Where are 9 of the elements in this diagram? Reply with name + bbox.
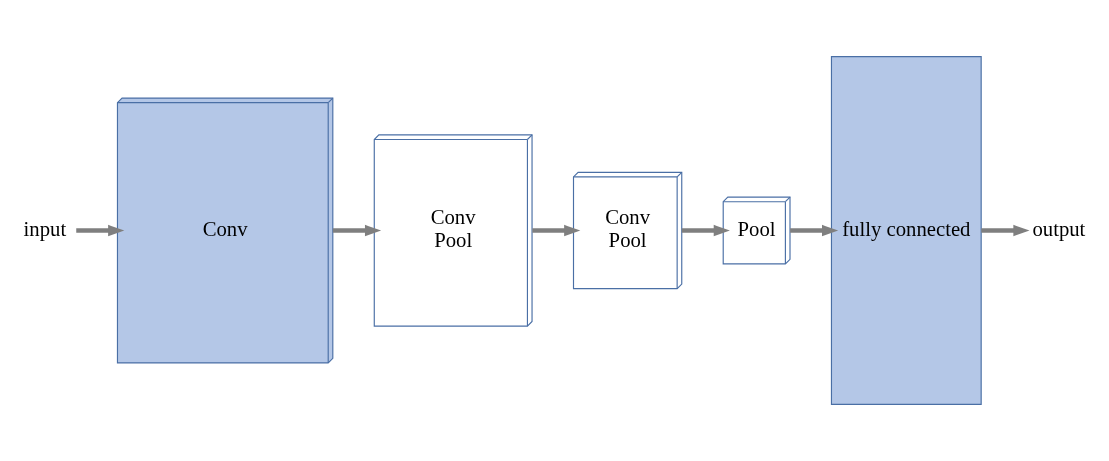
arrow bbox=[76, 224, 125, 237]
arrow bbox=[981, 224, 1030, 237]
arrow bbox=[681, 224, 730, 237]
node-box: fully connected bbox=[830, 56, 982, 405]
node-text: input bbox=[23, 217, 67, 240]
arrow bbox=[790, 224, 839, 237]
arrow bbox=[532, 224, 581, 237]
arrow bbox=[332, 224, 382, 237]
node-text: output bbox=[1032, 217, 1086, 240]
